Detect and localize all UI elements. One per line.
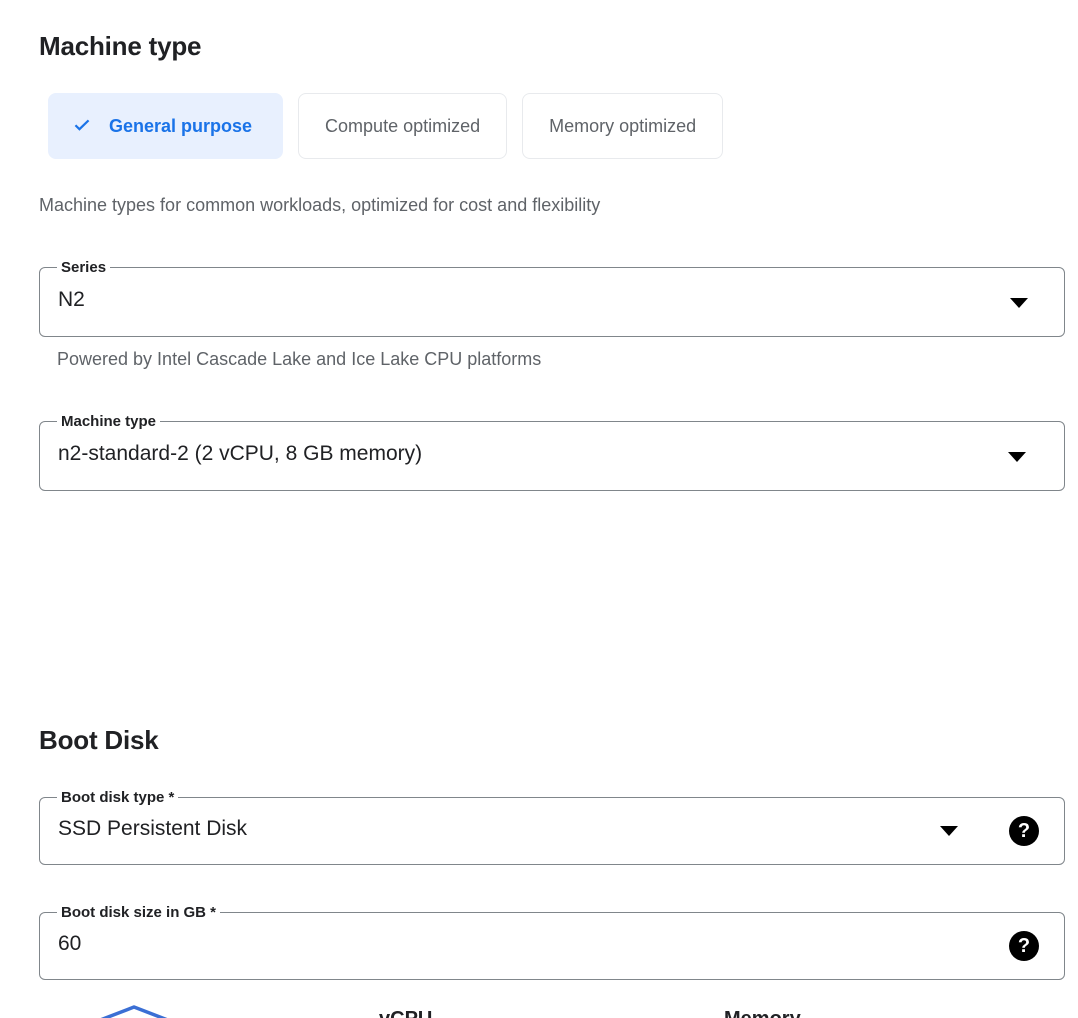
family-description-text: Machine types for common workloads, opti… [39,195,601,215]
boot-disk-size-input[interactable]: Boot disk size in GB * 60 ? [39,904,1065,980]
check-icon [71,115,93,137]
machine-type-select[interactable]: Machine type n2-standard-2 (2 vCPU, 8 GB… [39,413,1065,491]
tab-memory-optimized[interactable]: Memory optimized [522,93,724,159]
boot-disk-type-selected-value: SSD Persistent Disk [58,817,248,840]
chevron-down-icon[interactable] [1008,452,1026,462]
boot-disk-size-value: 60 [58,932,82,955]
series-selected-value: N2 [58,288,85,311]
spec-label-memory: Memory [724,1008,801,1018]
tab-label-general-purpose: General purpose [109,115,253,136]
spec-column-vcpu: vCPU 2 [379,1008,432,1018]
page-title-machine-type: Machine type [39,31,202,61]
spec-label-vcpu: vCPU [379,1008,432,1018]
help-icon[interactable]: ? [1009,931,1039,961]
tab-label-memory-optimized: Memory optimized [549,115,697,136]
machine-type-selected-value: n2-standard-2 (2 vCPU, 8 GB memory) [58,442,423,465]
spec-column-memory: Memory 8 GB [724,1008,801,1018]
series-select[interactable]: Series N2 [39,259,1065,337]
help-icon[interactable]: ? [1009,816,1039,846]
layers-icon [72,1001,196,1018]
chevron-down-icon[interactable] [940,826,958,836]
tab-general-purpose[interactable]: General purpose [48,93,284,159]
machine-spec-summary: vCPU 2 Memory 8 GB [0,498,1078,1018]
machine-type-field-label: Machine type [57,413,161,431]
page-title-boot-disk: Boot Disk [39,725,159,755]
boot-disk-type-select[interactable]: Boot disk type * SSD Persistent Disk ? [39,789,1065,865]
series-field-label: Series [57,259,111,277]
chevron-down-icon[interactable] [1010,298,1028,308]
tab-label-compute-optimized: Compute optimized [325,115,481,136]
series-hint-text: Powered by Intel Cascade Lake and Ice La… [57,349,542,369]
boot-disk-size-field-label: Boot disk size in GB * [57,904,221,922]
boot-disk-type-field-label: Boot disk type * [57,789,179,807]
machine-family-tabs: General purpose Compute optimized Memory… [48,93,724,159]
tab-compute-optimized[interactable]: Compute optimized [298,93,508,159]
